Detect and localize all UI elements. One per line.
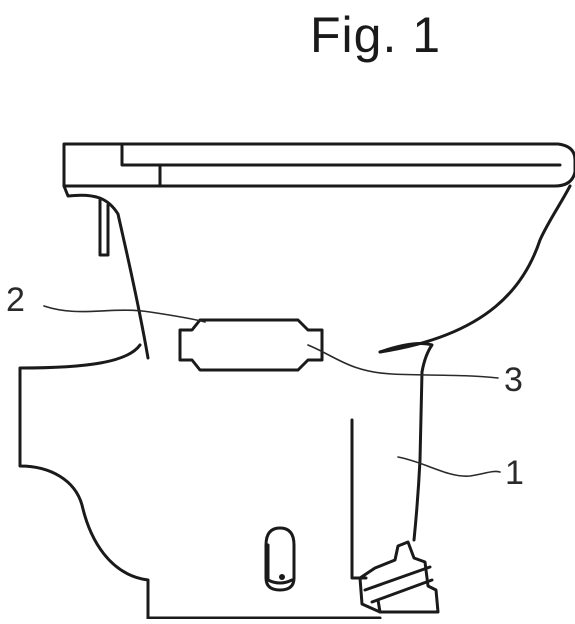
sensor-housing: [178, 318, 324, 372]
toilet-seat: [62, 142, 575, 188]
bolt-cap-opening: [264, 526, 296, 592]
reference-numeral-2: 2: [6, 281, 25, 319]
leader-lines: [43, 305, 501, 477]
reference-numeral-3: 3: [504, 361, 523, 399]
reference-numeral-1: 1: [505, 454, 524, 492]
figure-title: Fig. 1: [310, 7, 442, 63]
toilet-foot-block: [358, 540, 440, 614]
toilet-base: [18, 343, 424, 620]
toilet-bowl: [62, 184, 572, 374]
